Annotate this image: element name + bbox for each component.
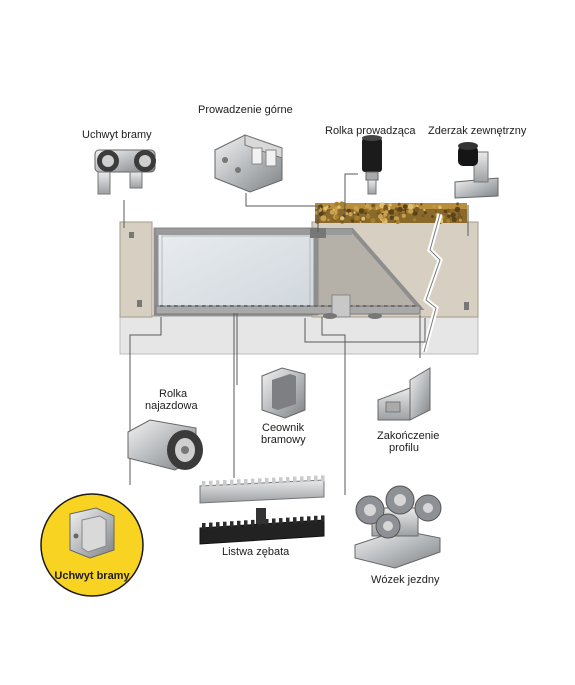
label-ceownik-1: Ceownik [262,422,305,434]
label-prowadzenie-gorne: Prowadzenie górne [198,104,293,116]
carriage-part [354,485,442,569]
gate-channel-part [261,367,306,419]
label-uchwyt-bramy: Uchwyt bramy [82,129,152,141]
outer-stop-part [454,142,499,199]
gate-holder-part [94,149,156,195]
gate-leaf [153,227,425,319]
label-listwa-zebata: Listwa zębata [222,546,290,558]
label-rolka-najazdowa-2: najazdowa [145,400,198,412]
leader-lines [123,173,469,495]
left-post [119,221,153,318]
badge-label-uchwyt-bramy: Uchwyt bramy [54,570,130,582]
label-ceownik-2: bramowy [261,434,306,446]
gear-rack-part [199,475,325,545]
label-zakonczenie-2: profilu [389,442,419,454]
label-rolka-najazdowa-1: Rolka [159,388,188,400]
gear-rack-on-gate [160,305,416,307]
label-wozek-jezdny: Wózek jezdny [371,574,440,586]
right-wall-stop [464,302,469,310]
label-zakonczenie-1: Zakończenie [377,430,440,442]
left-post-bracket [129,232,134,238]
label-rolka-prowadzaca: Rolka prowadząca [325,125,416,137]
profile-end-part [377,367,431,421]
entry-roller-part [127,419,203,471]
top-guide-part [214,134,283,193]
highlight-badge [40,493,144,597]
ground-base [119,315,479,355]
guide-roller-part [362,135,382,195]
left-post-bracket-low [137,300,142,307]
label-zderzak-zewnetrzny: Zderzak zewnętrzny [428,125,527,137]
